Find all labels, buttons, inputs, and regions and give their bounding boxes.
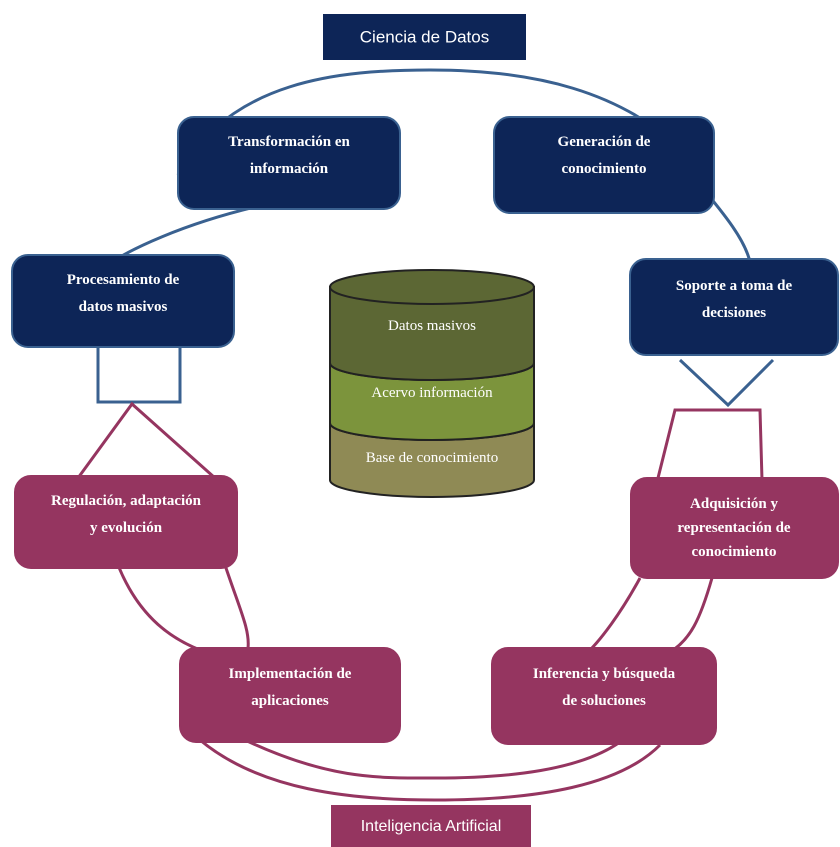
node-inferencia: Inferencia y búsqueda de soluciones	[491, 647, 717, 745]
node-regulacion-line1: Regulación, adaptación	[51, 493, 202, 509]
header-label: Ciencia de Datos	[360, 27, 489, 46]
node-soporte: Soporte a toma de decisiones	[629, 258, 839, 356]
footer-inteligencia-artificial: Inteligencia Artificial	[331, 805, 531, 847]
node-soporte-line1: Soporte a toma de	[676, 278, 793, 294]
arc-right-lower-inner	[588, 577, 642, 652]
arc-left-lower-inner	[223, 564, 250, 649]
node-procesamiento-line2: datos masivos	[79, 299, 168, 315]
node-adquisicion-line1: Adquisición y	[690, 496, 778, 512]
wine-arcs	[76, 401, 764, 802]
db-layer-top	[329, 286, 535, 381]
node-soporte-line2: decisiones	[702, 305, 766, 321]
arc-bottom-outer	[199, 738, 662, 802]
node-implementacion-line2: aplicaciones	[251, 693, 329, 709]
arc-left-lower	[116, 564, 201, 652]
node-generacion: Generación de conocimiento	[493, 116, 715, 214]
node-transformacion-line2: información	[250, 161, 329, 177]
node-regulacion-line2: y evolución	[90, 520, 163, 536]
db-middle-label: Acervo información	[371, 385, 493, 401]
arc-regulacion-upper	[76, 401, 216, 480]
header-ciencia-de-datos: Ciencia de Datos	[323, 14, 526, 60]
arc-soporte-lower	[678, 358, 775, 408]
node-adquisicion: Adquisición y representación de conocimi…	[630, 477, 839, 579]
node-procesamiento-line1: Procesamiento de	[67, 272, 180, 288]
node-implementacion: Implementación de aplicaciones	[179, 647, 401, 743]
node-adquisicion-line3: conocimiento	[692, 544, 777, 560]
node-regulacion: Regulación, adaptación y evolución	[14, 475, 238, 569]
node-procesamiento: Procesamiento de datos masivos	[11, 254, 235, 348]
node-inferencia-line1: Inferencia y búsqueda	[533, 666, 676, 682]
db-top-cap	[329, 269, 535, 305]
arc-right-lower	[669, 577, 714, 654]
arc-bottom	[244, 738, 621, 780]
database-cylinder	[329, 269, 535, 498]
node-transformacion-line1: Transformación en	[228, 134, 350, 150]
arc-adquisicion-upper	[656, 408, 764, 481]
footer-label: Inteligencia Artificial	[361, 818, 502, 835]
node-adquisicion-line2: representación de	[677, 520, 791, 536]
node-implementacion-line1: Implementación de	[229, 666, 352, 682]
arc-procesamiento-lower	[96, 348, 182, 404]
db-top-label: Datos masivos	[388, 318, 476, 334]
node-inferencia-line2: de soluciones	[562, 693, 646, 709]
node-generacion-line1: Generación de	[558, 134, 651, 150]
db-bottom-label: Base de conocimiento	[366, 450, 498, 466]
node-transformacion: Transformación en información	[177, 116, 401, 210]
arc-top	[176, 68, 702, 176]
arc-left-upper	[111, 205, 256, 264]
node-generacion-line2: conocimiento	[562, 161, 647, 177]
